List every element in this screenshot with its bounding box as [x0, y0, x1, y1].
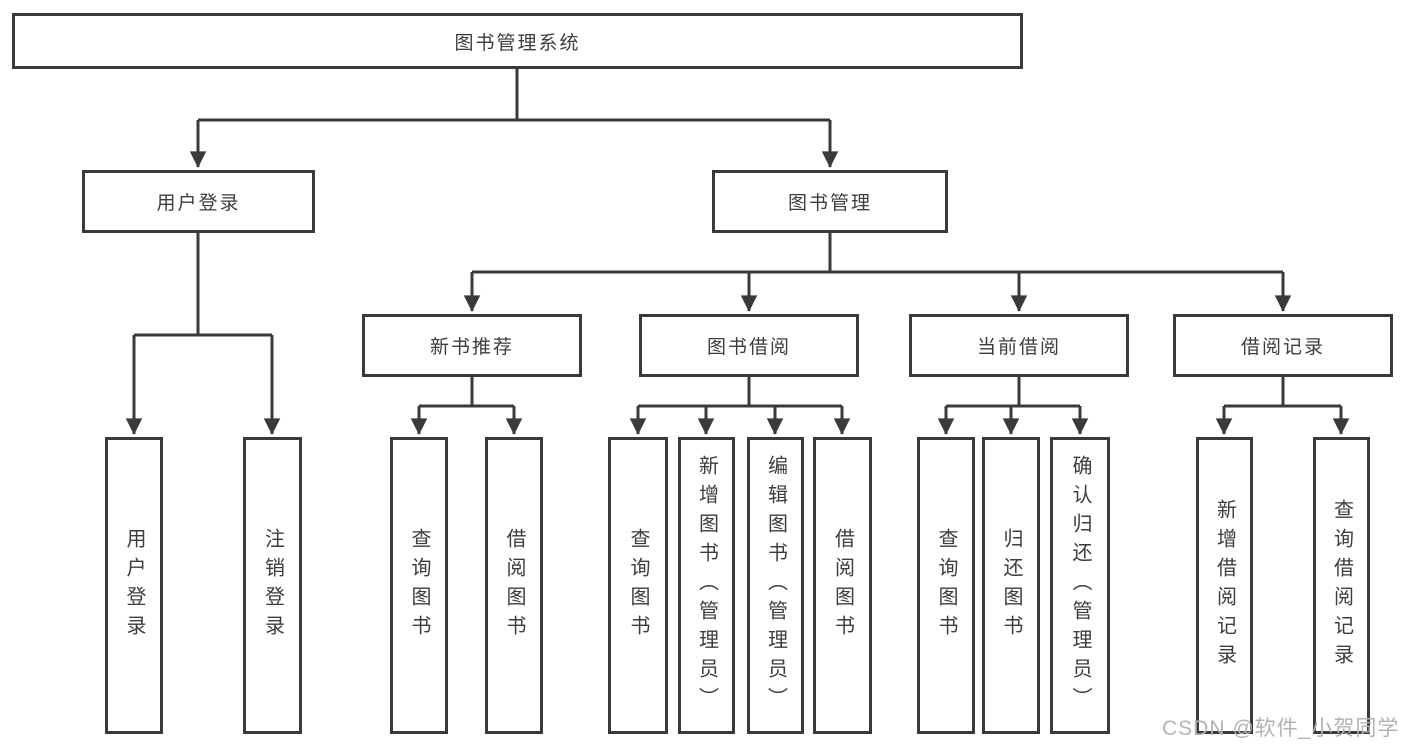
node-label: 用户登录 [156, 193, 241, 214]
node-label: 确认归还（管理员） [1069, 455, 1091, 716]
leaf-user-login: 用户登录 [105, 437, 163, 734]
node-user-login: 用户登录 [82, 170, 315, 233]
node-borrow-records: 借阅记录 [1173, 314, 1393, 377]
node-label: 查询图书 [935, 527, 957, 644]
node-label: 归还图书 [1000, 527, 1022, 644]
node-label: 图书借阅 [706, 337, 791, 358]
leaf-borrow-book: 借阅图书 [813, 437, 872, 734]
leaf-logout: 注销登录 [243, 437, 302, 734]
node-label: 借阅图书 [831, 527, 854, 644]
node-label: 编辑图书（管理员） [764, 455, 787, 716]
leaf-query-book: 查询图书 [917, 437, 975, 734]
node-label: 新增借阅记录 [1213, 498, 1236, 673]
leaf-add-book-admin: 新增图书（管理员） [678, 437, 735, 734]
node-root-system: 图书管理系统 [12, 13, 1023, 69]
node-label: 查询图书 [408, 527, 430, 644]
leaf-return-book: 归还图书 [982, 437, 1040, 734]
node-label: 新书推荐 [429, 337, 514, 358]
node-label: 查询借阅记录 [1330, 498, 1353, 673]
node-book-manage: 图书管理 [712, 170, 948, 233]
node-label: 查询图书 [627, 527, 649, 644]
node-book-borrow: 图书借阅 [639, 314, 859, 377]
leaf-add-borrow-record: 新增借阅记录 [1196, 437, 1253, 734]
leaf-confirm-return-admin: 确认归还（管理员） [1050, 437, 1110, 734]
leaf-query-book: 查询图书 [608, 437, 668, 734]
leaf-query-borrow-record: 查询借阅记录 [1313, 437, 1370, 734]
node-label: 借阅记录 [1240, 337, 1325, 358]
leaf-query-book: 查询图书 [390, 437, 448, 734]
node-label: 当前借阅 [976, 337, 1061, 358]
node-label: 图书管理系统 [454, 32, 581, 54]
watermark: CSDN @软件_小贺同学 [1162, 717, 1400, 740]
node-label: 注销登录 [261, 527, 284, 644]
leaf-edit-book-admin: 编辑图书（管理员） [747, 437, 804, 734]
node-label: 新增图书（管理员） [695, 455, 718, 716]
node-label: 借阅图书 [503, 527, 525, 644]
node-new-book-recommend: 新书推荐 [362, 314, 582, 377]
leaf-borrow-book: 借阅图书 [485, 437, 543, 734]
node-label: 图书管理 [787, 193, 872, 214]
node-current-borrow: 当前借阅 [909, 314, 1129, 377]
node-label: 用户登录 [123, 527, 145, 644]
